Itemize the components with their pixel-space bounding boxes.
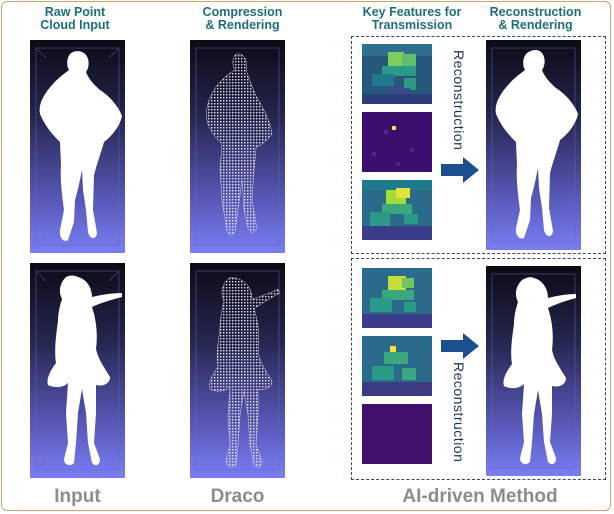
header-reconstruction: Reconstruction & Rendering (478, 6, 593, 32)
arrow-right-icon (441, 157, 479, 183)
reconstruction-panel-bottom (486, 266, 581, 476)
footer-draco: Draco (190, 486, 285, 508)
header-compression: Compression & Rendering (185, 6, 300, 32)
feature-map-1 (362, 44, 432, 104)
silhouette-reconstruction-top (486, 40, 581, 250)
reconstruction-label-bottom: Reconstruction (451, 362, 467, 462)
feature-map-2 (362, 112, 432, 172)
footer-input: Input (30, 486, 125, 508)
footer-ai-method: AI-driven Method (380, 486, 580, 508)
silhouette-reconstruction-bottom (486, 266, 581, 476)
silhouette-input-top (30, 40, 125, 253)
draco-panel-top (190, 40, 285, 253)
reconstruction-panel-top (486, 40, 581, 250)
silhouette-input-bottom (30, 263, 125, 478)
feature-map-3 (362, 180, 432, 240)
input-panel-top (30, 40, 125, 253)
silhouette-draco-top (190, 40, 285, 253)
arrow-right-icon (441, 333, 479, 359)
feature-map-6 (362, 404, 432, 464)
draco-panel-bottom (190, 263, 285, 478)
silhouette-draco-bottom (190, 263, 285, 478)
input-panel-bottom (30, 263, 125, 478)
header-raw-input: Raw Point Cloud Input (30, 6, 120, 32)
feature-map-4 (362, 268, 432, 328)
reconstruction-label-top: Reconstruction (451, 50, 467, 150)
feature-map-5 (362, 336, 432, 396)
header-key-features: Key Features for Transmission (352, 6, 472, 32)
